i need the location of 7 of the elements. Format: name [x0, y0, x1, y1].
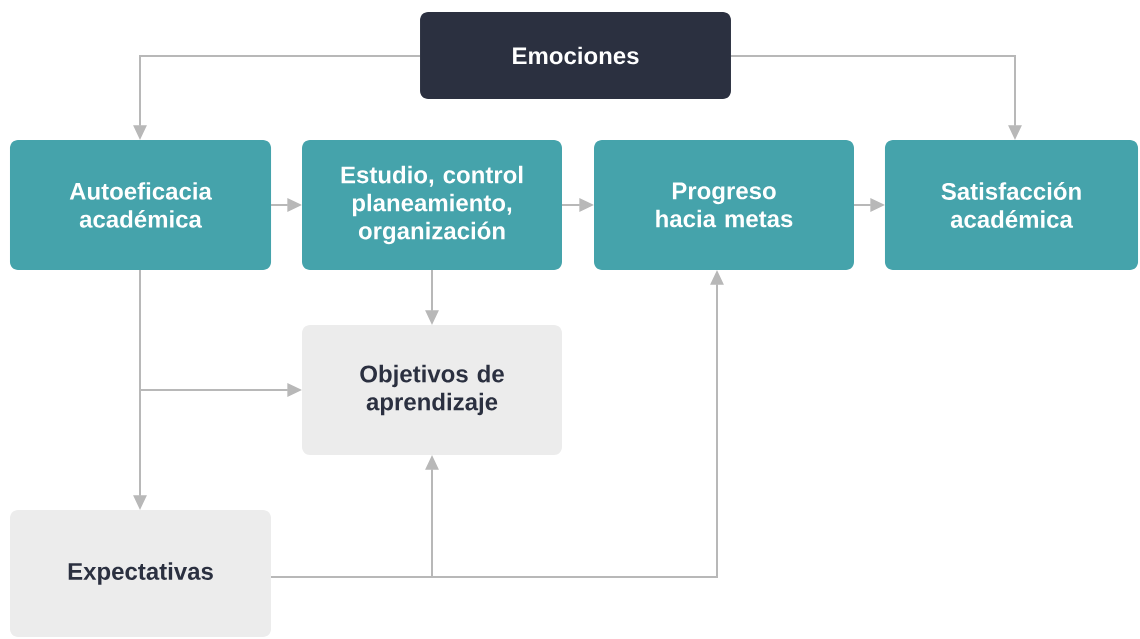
- process-box: Estudio, control planeamiento, organización: [302, 140, 562, 270]
- process-box: Progreso hacia metas: [594, 140, 854, 270]
- process-box: Satisfacción académica: [884, 140, 1139, 270]
- outcome-box: Expectativas: [10, 510, 272, 637]
- outcome-box: Objetivos de aprendizaje: [302, 325, 562, 455]
- process-box: Autoeficacia académica: [10, 140, 272, 270]
- title-box: Emociones: [420, 12, 731, 99]
